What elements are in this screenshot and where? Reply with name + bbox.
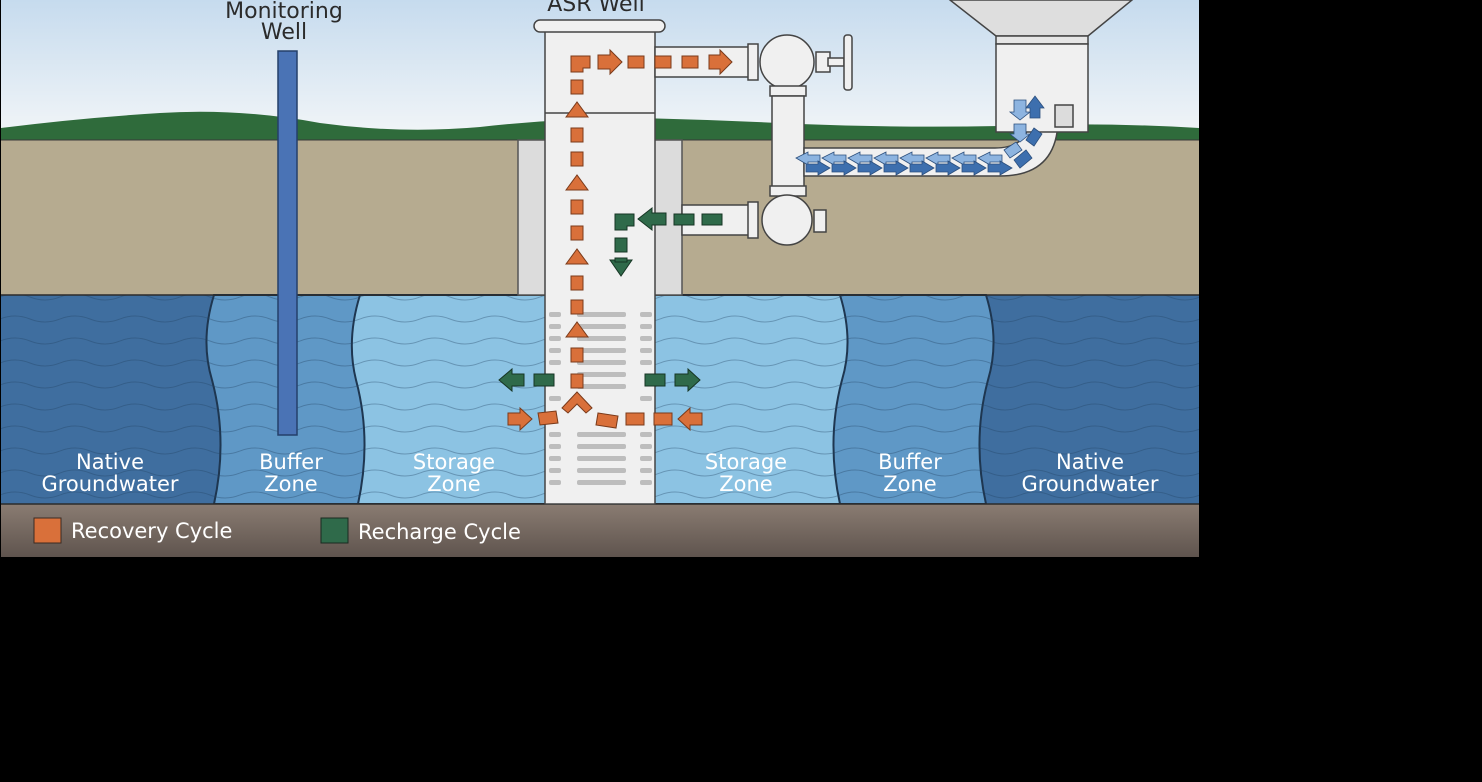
- well-screen: [549, 312, 652, 485]
- legend: Recovery Cycle Recharge Cycle: [33, 517, 521, 544]
- buffer-zone-right-label: Buffer: [878, 450, 942, 474]
- storage-zone-right-label-2: Zone: [719, 472, 772, 496]
- riser-pipe: [771, 95, 805, 193]
- native-groundwater-left-label-2: Groundwater: [41, 472, 178, 496]
- storage-zone-left-label-2: Zone: [427, 472, 480, 496]
- buffer-zone-right-label-2: Zone: [883, 472, 936, 496]
- recharge-swatch: [320, 517, 349, 544]
- bedrock-layer: [1, 504, 1199, 557]
- native-groundwater-right-label: Native: [1056, 450, 1124, 474]
- recovery-swatch: [33, 517, 62, 544]
- buffer-zone-left-label: Buffer: [259, 450, 323, 474]
- native-groundwater-right-label-2: Groundwater: [1021, 472, 1158, 496]
- monitoring-well: [277, 50, 298, 436]
- recharge-cycle-flow: [498, 206, 723, 393]
- storage-zone-right-label: Storage: [705, 450, 787, 474]
- distribution-flow: [795, 95, 1045, 176]
- asr-well-label: ASR Well: [547, 0, 645, 17]
- upper-valve: [747, 34, 853, 97]
- monitoring-well-label: Monitoring: [225, 0, 343, 24]
- upper-pipe: [654, 46, 756, 78]
- monitoring-well-label-2: Well: [261, 20, 307, 45]
- storage-zone-left-label: Storage: [413, 450, 495, 474]
- buffer-zone-left-label-2: Zone: [264, 472, 317, 496]
- water-tower: [948, 0, 1134, 133]
- recovery-legend-label: Recovery Cycle: [71, 519, 232, 543]
- recharge-legend-label: Recharge Cycle: [358, 520, 521, 544]
- recovery-cycle-flow: [507, 48, 733, 432]
- native-groundwater-left-label: Native: [76, 450, 144, 474]
